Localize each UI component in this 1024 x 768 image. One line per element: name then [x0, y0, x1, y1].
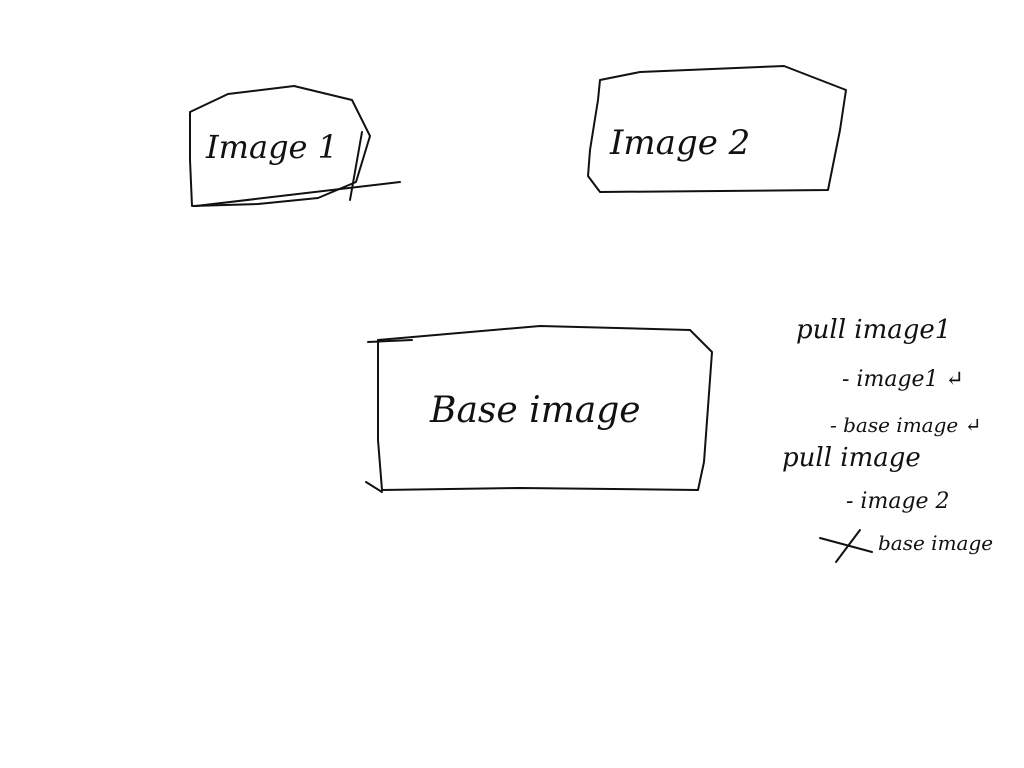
base-image-box-outline: [377, 325, 713, 491]
image1-box-outline: [189, 85, 371, 207]
base-image-box-corner-tick: [367, 339, 413, 343]
notes: pull image1 - image1 ↵ - base image ↵ pu…: [782, 315, 993, 563]
image1-box: Image 1: [189, 85, 401, 207]
image1-box-underline: [195, 181, 401, 207]
note-line-1: pull image1: [796, 315, 951, 345]
note-line-5: - image 2: [846, 489, 950, 514]
strike-mark: [819, 529, 873, 563]
image2-box-outline: [587, 65, 847, 193]
image2-box: Image 2: [587, 65, 847, 193]
note-line-3: - base image ↵: [830, 413, 981, 437]
image1-box-edge-tick: [349, 131, 363, 201]
note-line-4: pull image: [782, 443, 921, 473]
base-image-box: Base image: [365, 325, 713, 493]
note-line-6: base image: [878, 531, 993, 555]
image2-label: Image 2: [609, 123, 750, 163]
base-image-label: Base image: [429, 390, 641, 431]
base-image-box-corner-tick-bottom: [365, 481, 383, 493]
note-line-2: - image1 ↵: [842, 367, 964, 392]
image1-label: Image 1: [205, 128, 338, 166]
